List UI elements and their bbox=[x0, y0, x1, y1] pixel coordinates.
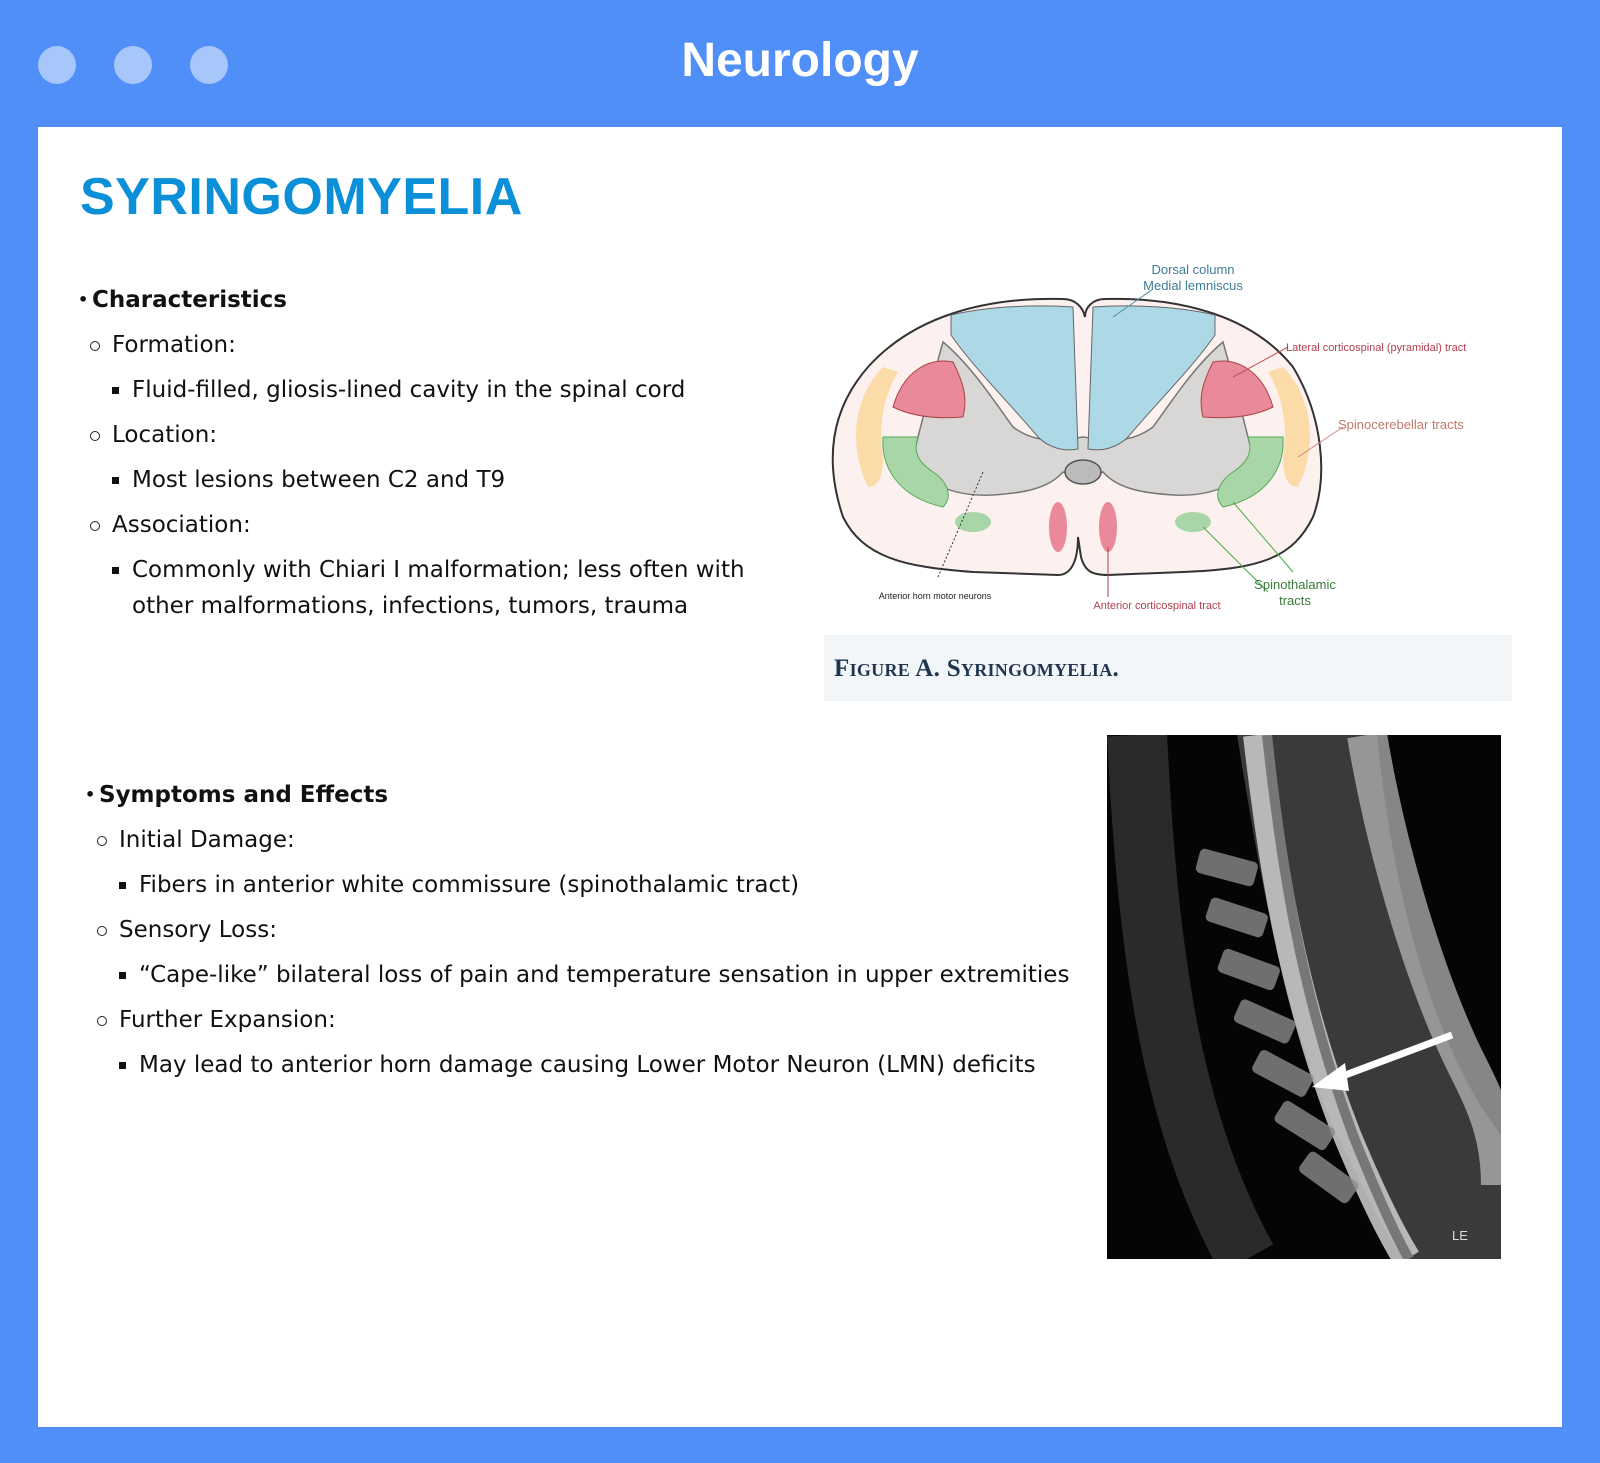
spinal-cord-diagram: Dorsal column Medial lemniscus Lateral c… bbox=[831, 262, 1466, 612]
list-subitem: Commonly with Chiari I malformation; les… bbox=[78, 552, 778, 624]
list-subitem: Fluid-filled, gliosis-lined cavity in th… bbox=[78, 372, 778, 408]
figure-caption: Figure A. Syringomyelia. bbox=[834, 655, 1120, 682]
symptoms-heading: Symptoms and Effects bbox=[85, 777, 1085, 813]
page-title: SYRINGOMYELIA bbox=[80, 168, 523, 226]
characteristics-section: Characteristics Formation: Fluid-filled,… bbox=[78, 282, 778, 624]
label-dorsal-column: Dorsal column bbox=[1151, 262, 1234, 277]
window-title: Neurology bbox=[681, 34, 919, 87]
symptoms-section: Symptoms and Effects Initial Damage: Fib… bbox=[85, 777, 1085, 1083]
window-minimize-button[interactable] bbox=[114, 46, 152, 84]
list-item: Further Expansion: bbox=[85, 1001, 1085, 1039]
list-subitem: Most lesions between C2 and T9 bbox=[78, 462, 778, 498]
window-close-button[interactable] bbox=[38, 46, 76, 84]
list-subitem: “Cape-like” bilateral loss of pain and t… bbox=[85, 957, 1085, 993]
label-lateral-corticospinal: Lateral corticospinal (pyramidal) tract bbox=[1286, 342, 1466, 354]
characteristics-heading: Characteristics bbox=[78, 282, 778, 318]
list-item: Association: bbox=[78, 506, 778, 544]
label-anterior-corticospinal: Anterior corticospinal tract bbox=[1093, 600, 1220, 612]
window-maximize-button[interactable] bbox=[190, 46, 228, 84]
list-subitem: May lead to anterior horn damage causing… bbox=[85, 1047, 1085, 1083]
list-item: Location: bbox=[78, 416, 778, 454]
label-anterior-horn: Anterior horn motor neurons bbox=[879, 591, 992, 601]
window-titlebar: Neurology bbox=[0, 0, 1600, 127]
mri-image: LE bbox=[1107, 735, 1501, 1259]
mri-corner-label: LE bbox=[1452, 1228, 1468, 1243]
label-spinocerebellar: Spinocerebellar tracts bbox=[1338, 417, 1464, 432]
list-item: Initial Damage: bbox=[85, 821, 1085, 859]
label-medial-lemniscus: Medial lemniscus bbox=[1143, 278, 1243, 293]
list-item: Sensory Loss: bbox=[85, 911, 1085, 949]
figure-caption-box: Figure A. Syringomyelia. bbox=[824, 635, 1512, 701]
list-item: Formation: bbox=[78, 326, 778, 364]
document-sheet: SYRINGOMYELIA Characteristics Formation:… bbox=[38, 127, 1562, 1427]
list-subitem: Fibers in anterior white commissure (spi… bbox=[85, 867, 1085, 903]
label-spinothalamic: Spinothalamic bbox=[1254, 577, 1336, 592]
label-spinothalamic-tracts: tracts bbox=[1279, 593, 1311, 608]
